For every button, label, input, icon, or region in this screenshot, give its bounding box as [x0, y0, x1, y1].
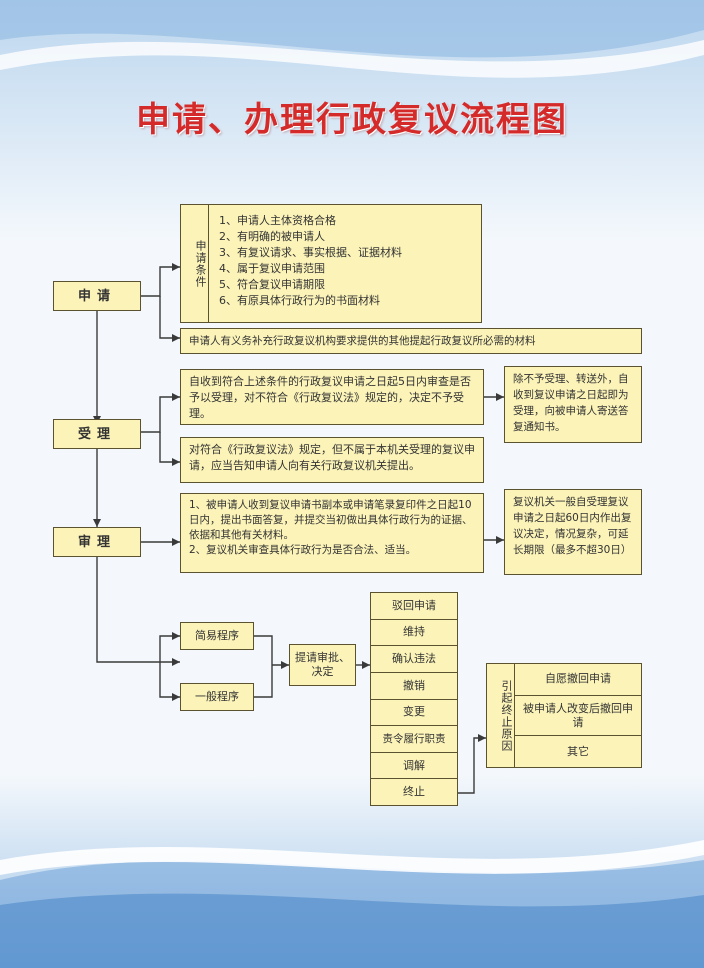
decision-box: 提请审批、决定 — [289, 644, 356, 686]
condition-item: 5、符合复议申请期限 — [219, 278, 325, 291]
termination-reason: 被申请人改变后撤回申请 — [515, 696, 641, 737]
outcome-item: 调解 — [371, 753, 457, 780]
outcomes-column: 驳回申请 维持 确认违法 撤销 变更 责令履行职责 调解 终止 — [370, 592, 458, 806]
review-process: 1、被申请人收到复议申请书副本或申请笔录复印件之日起10日内，提出书面答复，并提… — [180, 493, 484, 573]
condition-item: 6、有原具体行政行为的书面材料 — [219, 294, 380, 307]
page-title: 申请、办理行政复议流程图 — [136, 100, 568, 140]
outcome-item: 终止 — [403, 785, 425, 799]
condition-item: 2、有明确的被申请人 — [219, 230, 325, 243]
supplement-note: 申请人有义务补充行政复议机构要求提供的其他提起行政复议所必需的材料 — [180, 328, 642, 354]
general-procedure: 一般程序 — [180, 683, 254, 711]
termination-reason: 其它 — [567, 744, 589, 758]
termination-label: 引起终止原因 — [487, 664, 515, 767]
outcome-item: 撤销 — [371, 673, 457, 700]
termination-block: 引起终止原因 自愿撤回申请 被申请人改变后撤回申请 其它 — [486, 663, 642, 768]
review-step: 1、被申请人收到复议申请书副本或申请笔录复印件之日起10日内，提出书面答复，并提… — [189, 499, 473, 541]
outcome-item: 确认违法 — [371, 646, 457, 673]
accept-transfer-note: 对符合《行政复议法》规定，但不属于本机关受理的复议申请，应当告知申请人向有关行政… — [180, 437, 484, 483]
termination-reason: 自愿撤回申请 — [515, 664, 641, 696]
review-step: 2、复议机关审查具体行政行为是否合法、适当。 — [189, 544, 417, 556]
accept-right-note: 除不予受理、转送外，自收到复议申请之日起即为受理，向被申请人寄送答复通知书。 — [504, 366, 642, 443]
outcome-item: 责令履行职责 — [371, 726, 457, 753]
stage-apply: 申请 — [53, 281, 141, 311]
conditions-block: 申请条件 1、申请人主体资格合格 2、有明确的被申请人 3、有复议请求、事实根据… — [180, 204, 482, 323]
condition-item: 4、属于复议申请范围 — [219, 262, 325, 275]
condition-item: 1、申请人主体资格合格 — [219, 214, 336, 227]
outcome-item: 变更 — [371, 700, 457, 727]
conditions-label: 申请条件 — [181, 205, 209, 322]
termination-list: 自愿撤回申请 被申请人改变后撤回申请 其它 — [515, 664, 641, 767]
outcome-item: 驳回申请 — [371, 593, 457, 620]
conditions-list: 1、申请人主体资格合格 2、有明确的被申请人 3、有复议请求、事实根据、证据材料… — [209, 205, 412, 322]
stage-accept: 受理 — [53, 419, 141, 449]
stage-review: 审理 — [53, 527, 141, 557]
condition-item: 3、有复议请求、事实根据、证据材料 — [219, 246, 402, 259]
simple-procedure: 简易程序 — [180, 622, 254, 650]
outcome-item: 维持 — [371, 620, 457, 647]
accept-review: 自收到符合上述条件的行政复议申请之日起5日内审查是否予以受理，对不符合《行政复议… — [180, 369, 484, 425]
review-deadline-note: 复议机关一般自受理复议申请之日起60日内作出复议决定，情况复杂，可延长期限（最多… — [504, 489, 642, 575]
